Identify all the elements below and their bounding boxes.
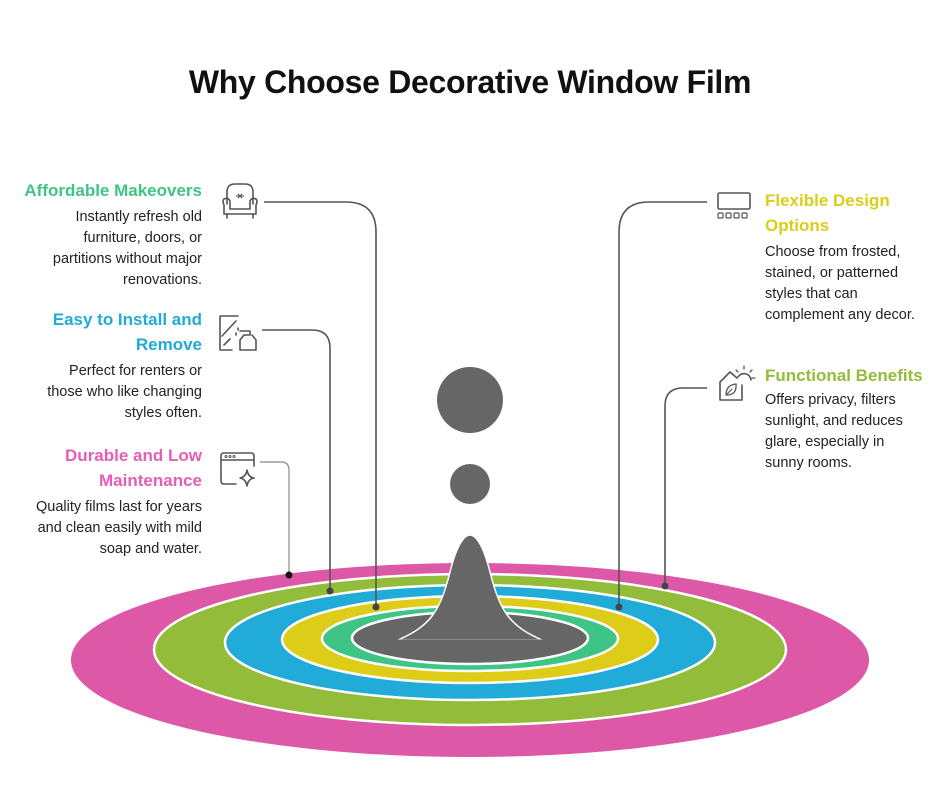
splash-peak <box>397 534 543 641</box>
connector-dot-flexible <box>615 603 623 611</box>
item-heading: Functional Benefits <box>765 366 923 385</box>
connector-dot-install <box>326 587 334 595</box>
item-description: Instantly refresh old furniture, doors, … <box>52 209 202 288</box>
drop-large <box>437 367 503 433</box>
item-description: Quality films last for years and clean e… <box>36 499 202 557</box>
connector-dot-affordable <box>372 603 380 611</box>
connector-install <box>262 329 331 591</box>
connector-durable <box>260 461 290 575</box>
connector-affordable <box>264 201 377 607</box>
browser-sparkle-icon <box>220 452 255 487</box>
connector-functional <box>664 387 707 586</box>
eco-house-sun-icon <box>719 365 756 401</box>
item-heading: Easy to Install and Remove <box>52 310 202 354</box>
connector-dot-functional <box>661 582 669 590</box>
screen-swatches-icon <box>717 192 751 219</box>
item-description: Perfect for renters or those who like ch… <box>47 363 202 421</box>
item-heading: Affordable Makeovers <box>24 181 202 200</box>
connector-dot-durable <box>285 571 293 579</box>
item-description: Offers privacy, filters sunlight, and re… <box>765 392 903 471</box>
armchair-icon <box>222 183 258 219</box>
item-heading: Flexible Design Options <box>765 191 890 235</box>
item-easy-install: Easy to Install and Remove Perfect for r… <box>22 307 202 424</box>
item-heading: Durable and Low Maintenance <box>65 446 202 490</box>
item-description: Choose from frosted, stained, or pattern… <box>765 244 915 323</box>
item-durable: Durable and Low Maintenance Quality film… <box>12 443 202 560</box>
drop-small <box>450 464 490 504</box>
item-affordable-makeovers: Affordable Makeovers Instantly refresh o… <box>0 178 202 291</box>
item-functional-benefits: Functional Benefits Offers privacy, filt… <box>765 363 937 474</box>
connector-flexible <box>618 201 707 607</box>
window-spray-icon <box>219 315 257 351</box>
item-flexible-design: Flexible Design Options Choose from fros… <box>765 188 937 326</box>
page-title: Why Choose Decorative Window Film <box>188 64 752 100</box>
